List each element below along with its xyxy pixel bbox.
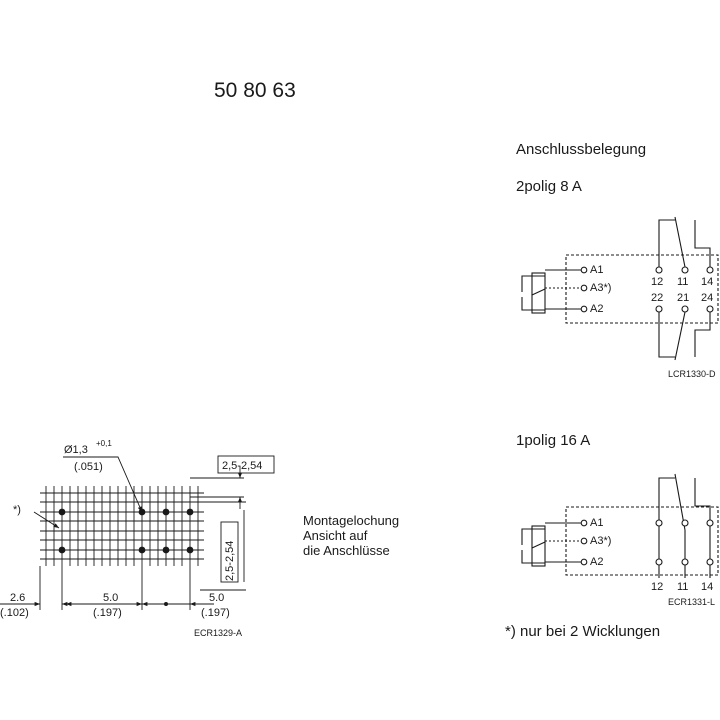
one-pole-contact-11: 11 (677, 581, 689, 593)
grid-verticals (45, 486, 199, 566)
hole-tolerance: +0,1 (96, 439, 112, 448)
dim-span1-in: (.197) (93, 607, 122, 619)
one-pole-pin-a1: A1 (590, 517, 604, 529)
star-leader (33, 511, 60, 529)
star-note: *) (13, 504, 21, 516)
two-pole-contact-14: 14 (701, 276, 714, 288)
caption-line1: Montagelochung (303, 513, 400, 528)
two-pole-pin-a1: A1 (590, 264, 604, 276)
one-pole-coil-lead-top (521, 528, 545, 545)
two-pole-switch-bottom (674, 311, 686, 361)
one-pole-pin-a3: A3*) (590, 535, 612, 547)
dim-span1-mm: 5.0 (103, 592, 119, 604)
two-pole-contact-21: 21 (677, 292, 690, 304)
two-pole-no-top (694, 220, 711, 267)
one-pole-contact-14: 14 (701, 581, 714, 593)
caption-line2: Ansicht auf (303, 528, 368, 543)
two-pole-contact-11: 11 (677, 276, 689, 288)
two-pole-contact-12: 12 (651, 276, 664, 288)
one-pole-code: ECR1331-L (668, 597, 716, 607)
two-pole-coil-slash (531, 288, 546, 296)
one-pole-coil-lead-bottom (521, 550, 545, 564)
one-pole-coil-slash (531, 541, 546, 549)
two-pole-switch-top (674, 216, 686, 268)
pitch-side-box (220, 521, 239, 583)
two-pole-title: 2polig 8 A (516, 178, 582, 195)
grid-horizontals (40, 492, 204, 560)
footnote: *) nur bei 2 Wicklungen (505, 623, 661, 640)
pitch-top-box (217, 455, 275, 474)
two-pole-coil-lead-bottom (521, 297, 545, 311)
mounting-grid (0, 455, 275, 610)
two-pole-pin-a3: A3*) (590, 282, 612, 294)
one-pole-title: 1polig 16 A (516, 432, 591, 449)
hole-diameter-label: Ø1,3 (64, 444, 88, 456)
part-number: 50 80 63 (214, 79, 296, 102)
two-pole-code: LCR1330-D (668, 369, 716, 379)
mounting-holes (58, 508, 194, 554)
two-pole-pin-a2: A2 (590, 303, 604, 315)
one-pole-pin-a2: A2 (590, 556, 604, 568)
hole-leader (63, 456, 143, 513)
dim-offset-in: (.102) (0, 607, 29, 619)
two-pole-contact-24: 24 (701, 292, 714, 304)
one-pole-no (694, 478, 711, 578)
pinout-title: Anschlussbelegung (516, 141, 647, 158)
two-pole-no-bottom (694, 312, 711, 357)
two-pole-nc-top (658, 219, 675, 267)
one-pole-housing (565, 506, 719, 576)
dim-span2-in: (.197) (201, 607, 230, 619)
one-pole-coil (531, 525, 546, 567)
two-pole-contact-22: 22 (651, 292, 664, 304)
one-pole-nc (658, 477, 675, 578)
two-pole-schematic (521, 216, 719, 361)
two-pole-coil-lead-top (521, 275, 545, 292)
caption-line3: die Anschlüsse (303, 543, 390, 558)
dim-span2-mm: 5.0 (209, 592, 225, 604)
pitch-top-label: 2,5-2,54 (222, 460, 263, 472)
one-pole-contact-12: 12 (651, 581, 664, 593)
one-pole-schematic (521, 473, 719, 578)
two-pole-nc-bottom (658, 312, 675, 358)
two-pole-coil (531, 272, 546, 314)
two-pole-housing (565, 254, 719, 324)
mounting-code: ECR1329-A (194, 628, 243, 638)
dim-offset-mm: 2.6 (10, 592, 26, 604)
hole-diameter-inch: (.051) (74, 461, 103, 473)
